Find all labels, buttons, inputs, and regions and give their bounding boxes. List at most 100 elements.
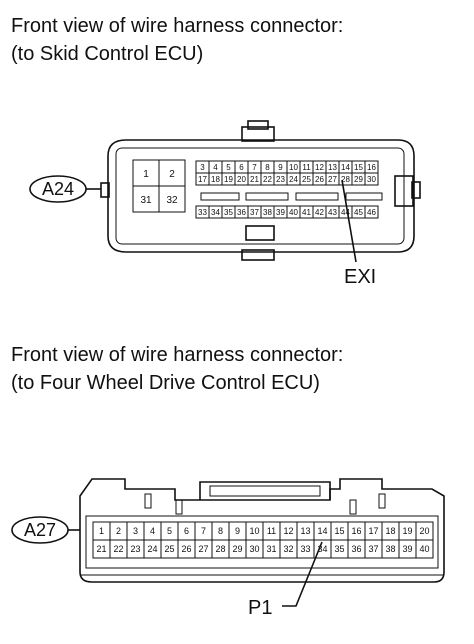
a27-pin-label: 34 xyxy=(317,544,327,554)
a24-pin-label: 28 xyxy=(341,175,350,184)
a24-top-latch xyxy=(241,126,275,142)
a27-pin-label: 2 xyxy=(116,526,121,536)
a27-top-latch-inner xyxy=(209,485,321,497)
a24-pin-label: 24 xyxy=(289,175,298,184)
a24-inner-housing xyxy=(115,147,405,245)
a24-pin-label: 42 xyxy=(315,208,324,217)
a24-caption-line1: Front view of wire harness connector: xyxy=(11,15,343,37)
a24-pin-cell xyxy=(132,185,160,213)
a24-right-lock-tab xyxy=(411,181,421,199)
a24-pin-label: 9 xyxy=(278,163,283,172)
a27-pin-label: 9 xyxy=(235,526,240,536)
a24-pin-label: 1 xyxy=(143,169,149,180)
a24-pin-label: 22 xyxy=(263,175,272,184)
a27-pin-label: 1 xyxy=(99,526,104,536)
a27-tab xyxy=(144,493,152,509)
a27-pin-label: 26 xyxy=(181,544,191,554)
a24-pin-label: 39 xyxy=(276,208,285,217)
a27-pin-label: 25 xyxy=(164,544,174,554)
a27-pin-label: 32 xyxy=(283,544,293,554)
a24-pin-cell xyxy=(158,159,186,187)
a27-pin-label: 27 xyxy=(198,544,208,554)
a24-pin-label: 33 xyxy=(198,208,207,217)
a24-pin-label: 27 xyxy=(328,175,337,184)
a27-pin-label: 17 xyxy=(368,526,378,536)
a24-pin-label: 37 xyxy=(250,208,259,217)
a24-connector-body xyxy=(100,120,421,261)
a27-pin-label: 40 xyxy=(419,544,429,554)
a27-pin-label: 5 xyxy=(167,526,172,536)
a27-pin-label: 3 xyxy=(133,526,138,536)
a27-pin-label: 36 xyxy=(351,544,361,554)
a27-pin-label: 33 xyxy=(300,544,310,554)
a24-pin-label: 6 xyxy=(239,163,244,172)
a24-pin-label: 25 xyxy=(302,175,311,184)
a27-pin-label: 31 xyxy=(266,544,276,554)
a27-pin-label: 14 xyxy=(317,526,327,536)
a24-pin-label: 45 xyxy=(354,208,363,217)
a27-badge-label: A27 xyxy=(24,520,56,540)
a24-slot xyxy=(245,192,289,201)
a27-pin-label: 13 xyxy=(300,526,310,536)
a27-pin-label: 21 xyxy=(96,544,106,554)
a24-pin-cell xyxy=(364,172,379,186)
a24-pin-label: 5 xyxy=(226,163,231,172)
a24-pin-label: 13 xyxy=(328,163,337,172)
a24-pin-label: 17 xyxy=(198,175,207,184)
a27-caption-line2: (to Four Wheel Drive Control ECU) xyxy=(11,372,320,394)
a24-pin-label: 7 xyxy=(252,163,257,172)
a24-pin-label: 16 xyxy=(367,163,376,172)
a24-pin-label: 10 xyxy=(289,163,298,172)
a24-pin-label: 20 xyxy=(237,175,246,184)
a24-pin-label: 34 xyxy=(211,208,220,217)
a27-inner-cavity xyxy=(85,515,439,569)
a24-pin-label: 2 xyxy=(169,169,175,180)
a24-pin-label: 19 xyxy=(224,175,233,184)
a24-pin-label: 15 xyxy=(354,163,363,172)
a27-callout-label: P1 xyxy=(248,597,272,619)
a24-pin-label: 46 xyxy=(367,208,376,217)
a27-pin-label: 18 xyxy=(385,526,395,536)
a27-pin-label: 16 xyxy=(351,526,361,536)
a27-pin-label: 22 xyxy=(113,544,123,554)
a24-pin-label: 8 xyxy=(265,163,270,172)
a27-callout-leader xyxy=(282,541,323,607)
a27-pin-label: 24 xyxy=(147,544,157,554)
a24-pin-label: 38 xyxy=(263,208,272,217)
a27-caption-line1: Front view of wire harness connector: xyxy=(11,344,343,366)
a24-pin-cell xyxy=(158,185,186,213)
a24-pin-cell xyxy=(364,205,379,219)
a24-pin-label: 26 xyxy=(315,175,324,184)
a27-pin-label: 20 xyxy=(419,526,429,536)
a24-pin-label: 31 xyxy=(140,195,152,206)
a27-pin-label: 29 xyxy=(232,544,242,554)
a24-slot xyxy=(295,192,339,201)
a24-pin-label: 44 xyxy=(341,208,350,217)
a24-pin-label: 41 xyxy=(302,208,311,217)
a27-pin-label: 7 xyxy=(201,526,206,536)
a24-top-latch-tab xyxy=(247,120,269,130)
a24-pin-label: 3 xyxy=(200,163,205,172)
a27-pin-cell xyxy=(415,539,434,559)
a24-pin-label: 4 xyxy=(213,163,218,172)
a27-pin-label: 12 xyxy=(283,526,293,536)
a27-tab xyxy=(378,493,386,509)
a24-pin-label: 23 xyxy=(276,175,285,184)
a27-pin-label: 15 xyxy=(334,526,344,536)
a24-code-badge: A24 xyxy=(29,175,101,203)
a27-pin-label: 4 xyxy=(150,526,155,536)
a24-outer-housing xyxy=(107,139,415,253)
a24-pin-label: 21 xyxy=(250,175,259,184)
a24-slot xyxy=(200,192,240,201)
a27-pin-label: 19 xyxy=(402,526,412,536)
a24-caption-line2: (to Skid Control ECU) xyxy=(11,43,203,65)
a24-slot xyxy=(345,192,383,201)
a24-pin-label: 36 xyxy=(237,208,246,217)
a27-pin-label: 8 xyxy=(218,526,223,536)
a24-pin-label: 12 xyxy=(315,163,324,172)
a24-pin-label: 43 xyxy=(328,208,337,217)
